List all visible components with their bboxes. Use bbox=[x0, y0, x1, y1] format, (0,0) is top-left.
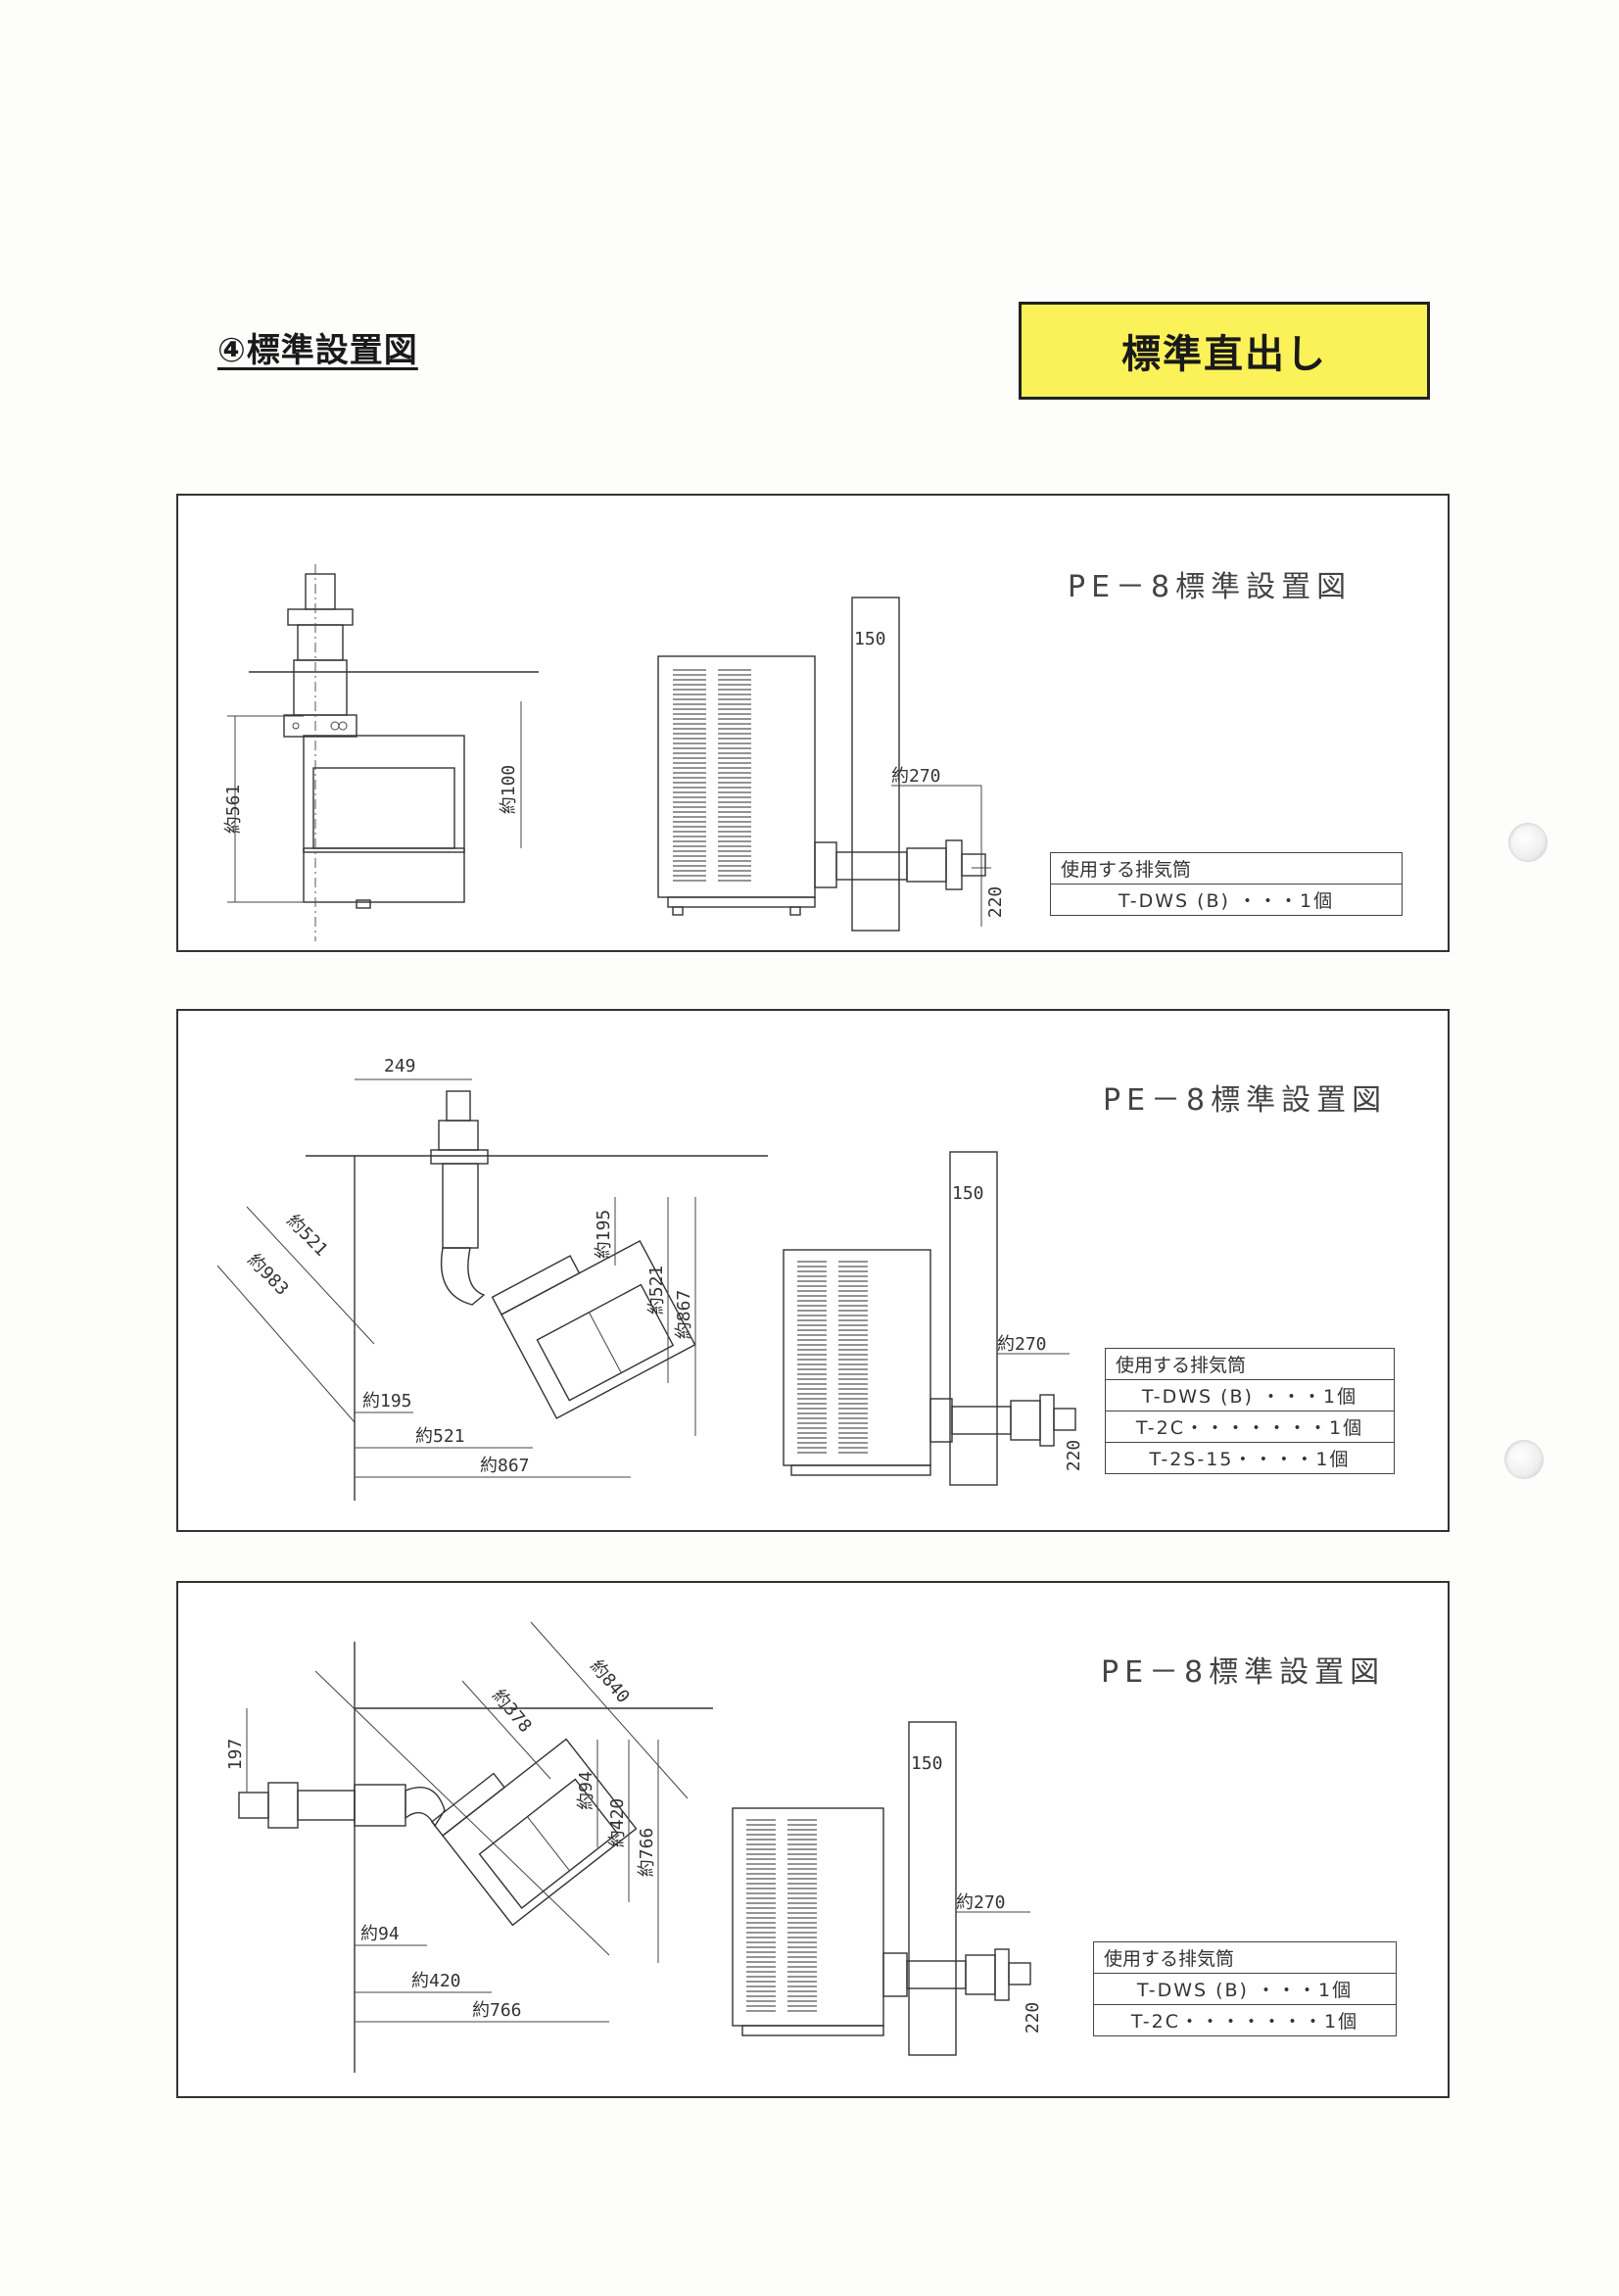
parts-table-header: 使用する排気筒 bbox=[1093, 1941, 1397, 1974]
vent-grille bbox=[746, 1819, 817, 2012]
parts-table: 使用する排気筒 T-DWS (B) ・・・1個 T-2C・・・・・・・1個 bbox=[1093, 1941, 1397, 2036]
dim-521-h: 約521 bbox=[415, 1426, 465, 1447]
installation-diagram-3: 197 約840 約378 約94 約420 約766 約94 約420 約76… bbox=[176, 1581, 1450, 2098]
vent-cap bbox=[305, 573, 336, 610]
drawing-3: 197 約840 約378 約94 約420 約766 約94 約420 約76… bbox=[225, 1621, 1043, 2073]
punch-hole-1 bbox=[1508, 823, 1548, 862]
dim-150: 150 bbox=[952, 1183, 984, 1204]
section-title: ④標準設置図 bbox=[217, 331, 418, 370]
dim-867-h: 約867 bbox=[480, 1456, 530, 1476]
panel-title: PE－8標準設置図 bbox=[1101, 1655, 1386, 1690]
dim-197: 197 bbox=[225, 1739, 246, 1771]
parts-table: 使用する排気筒 T-DWS (B) ・・・1個 T-2C・・・・・・・1個 T-… bbox=[1105, 1348, 1395, 1474]
dim-249: 249 bbox=[384, 1056, 416, 1076]
parts-row: T-2S-15・・・・1個 bbox=[1105, 1442, 1395, 1474]
dim-867-v: 約867 bbox=[674, 1290, 694, 1340]
dim-840: 約840 bbox=[586, 1656, 634, 1707]
parts-table-header: 使用する排気筒 bbox=[1105, 1348, 1395, 1380]
dim-195-h: 約195 bbox=[362, 1391, 412, 1411]
parts-row: T-DWS (B) ・・・1個 bbox=[1050, 884, 1403, 916]
dim-521-v: 約521 bbox=[646, 1266, 667, 1315]
standard-direct-badge: 標準直出し bbox=[1019, 302, 1430, 400]
parts-table: 使用する排気筒 T-DWS (B) ・・・1個 bbox=[1050, 852, 1403, 916]
dim-766-v: 約766 bbox=[637, 1828, 657, 1878]
dim-100: 約100 bbox=[499, 765, 519, 815]
dim-561: 約561 bbox=[223, 785, 244, 835]
parts-row: T-2C・・・・・・・1個 bbox=[1093, 2004, 1397, 2036]
dim-94-h: 約94 bbox=[360, 1924, 400, 1944]
parts-row: T-2C・・・・・・・1個 bbox=[1105, 1411, 1395, 1443]
parts-row: T-DWS (B) ・・・1個 bbox=[1105, 1379, 1395, 1411]
dim-378: 約378 bbox=[488, 1686, 536, 1737]
dim-270: 約270 bbox=[997, 1334, 1047, 1355]
vent-grille bbox=[673, 669, 751, 882]
drawing-2: 249 約521 約983 約195 約521 約867 約195 約521 約… bbox=[216, 1056, 1084, 1501]
parts-table-header: 使用する排気筒 bbox=[1050, 852, 1403, 885]
dim-94-v: 約94 bbox=[576, 1771, 596, 1810]
punch-hole-2 bbox=[1504, 1440, 1544, 1479]
dim-150: 150 bbox=[854, 629, 886, 649]
installation-diagram-1: 約561 約100 150 約270 220 PE－8標準設置図 使用する排気筒… bbox=[176, 494, 1450, 952]
dim-420-h: 約420 bbox=[411, 1971, 461, 1991]
dim-270: 約270 bbox=[891, 766, 941, 787]
dim-983: 約983 bbox=[243, 1250, 292, 1300]
parts-row: T-DWS (B) ・・・1個 bbox=[1093, 1973, 1397, 2005]
dim-195-v: 約195 bbox=[594, 1210, 614, 1260]
dim-220: 220 bbox=[985, 886, 1006, 919]
dim-420-v: 約420 bbox=[607, 1798, 628, 1848]
drawing-1: 約561 約100 150 約270 220 bbox=[223, 564, 1006, 941]
vent-grille bbox=[797, 1261, 868, 1454]
panel-title: PE－8標準設置図 bbox=[1068, 570, 1353, 604]
panel-title: PE－8標準設置図 bbox=[1103, 1083, 1388, 1118]
installation-diagram-2: 249 約521 約983 約195 約521 約867 約195 約521 約… bbox=[176, 1009, 1450, 1532]
dim-766-h: 約766 bbox=[472, 2000, 522, 2021]
dim-150: 150 bbox=[911, 1753, 943, 1774]
dim-270: 約270 bbox=[956, 1892, 1006, 1913]
dim-220: 220 bbox=[1023, 2002, 1043, 2034]
dim-220: 220 bbox=[1064, 1440, 1084, 1472]
